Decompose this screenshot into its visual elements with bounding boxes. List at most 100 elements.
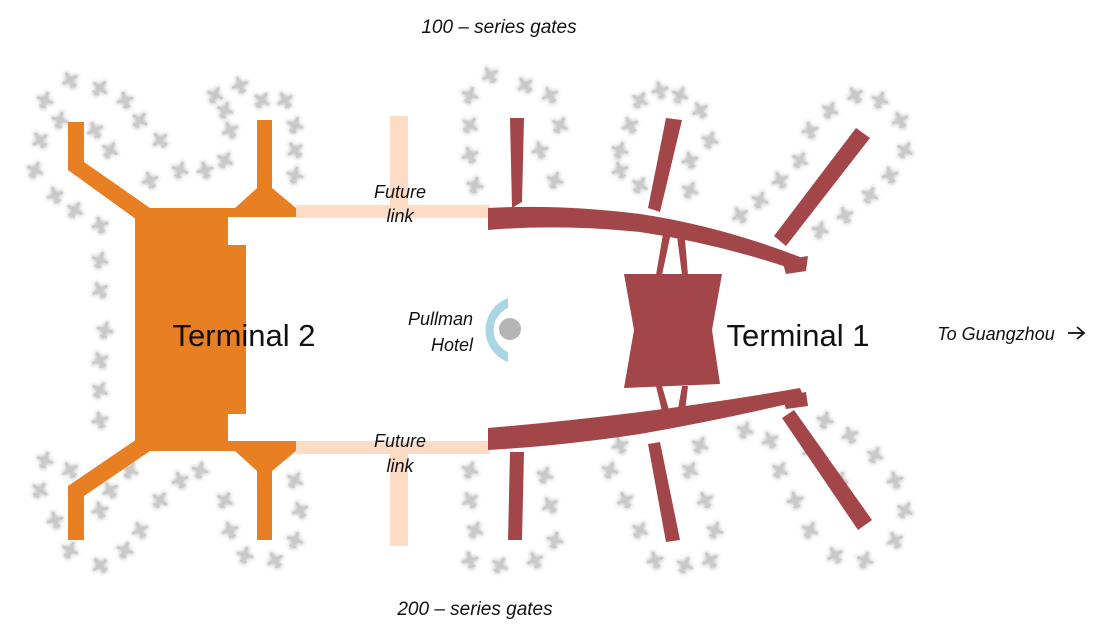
airplane-icon — [893, 498, 918, 523]
airplane-icon — [818, 98, 842, 122]
airplane-icon — [668, 83, 692, 107]
airplane-icon — [113, 538, 136, 561]
airplane-icon — [213, 148, 238, 173]
airplane-icon — [27, 127, 52, 152]
airplane-icon — [23, 158, 47, 182]
future-link-top — [296, 205, 490, 218]
airplane-icon — [49, 109, 71, 131]
airplane-icon — [234, 544, 256, 566]
airplane-icon — [283, 468, 308, 493]
airplane-icon — [608, 158, 631, 181]
terminal-2-building — [68, 120, 296, 540]
airplane-icon — [273, 88, 298, 113]
airplane-icon — [538, 83, 562, 107]
airplane-icon — [868, 88, 891, 111]
airplane-icon — [728, 203, 753, 228]
airplane-icon — [463, 518, 487, 542]
airplane-icon — [89, 409, 111, 431]
airplane-icon — [228, 73, 251, 96]
airplane-icon — [213, 488, 238, 513]
airplane-icon — [853, 548, 876, 571]
airplane-icon — [544, 529, 566, 551]
airplane-icon — [218, 118, 242, 142]
airplane-icon — [87, 75, 112, 100]
airplane-icon — [548, 113, 573, 138]
airplane-icon — [838, 423, 861, 446]
airplane-icon — [809, 219, 831, 241]
airplane-icon — [213, 98, 236, 121]
airplane-icon — [814, 409, 836, 431]
right-arrow-icon — [1068, 326, 1086, 340]
airplane-icon — [608, 138, 631, 161]
airplane-icon — [858, 183, 882, 207]
airplane-icon — [288, 498, 312, 522]
airplane-icon — [33, 448, 56, 471]
airplane-icon — [88, 348, 112, 372]
airplane-icon — [283, 113, 306, 136]
airplane-icon — [83, 118, 107, 142]
airplane-icon — [138, 168, 161, 191]
airplane-icon — [688, 98, 713, 123]
airplane-icon — [523, 548, 547, 572]
airplane-icon — [888, 108, 912, 132]
terminal-1-label: Terminal 1 — [727, 318, 870, 353]
airplane-icon — [263, 548, 288, 573]
airplane-icon — [203, 83, 227, 107]
airplane-icon — [649, 79, 671, 101]
airplane-icon — [598, 458, 621, 481]
airplane-icon — [748, 188, 771, 211]
airplane-icon — [218, 518, 241, 541]
pullman-hotel-marker — [485, 298, 521, 362]
airplane-icon — [63, 198, 88, 223]
airplane-icon — [628, 88, 653, 113]
airplane-icon — [798, 518, 822, 542]
airplane-icon — [458, 488, 483, 513]
airplane-icon — [698, 548, 723, 573]
airplane-icon — [673, 553, 697, 577]
airplane-icon — [733, 418, 756, 441]
airplane-icon — [189, 459, 211, 481]
airplane-icon — [788, 148, 813, 173]
top-gates-label: 100 – series gates — [421, 17, 577, 38]
future-link-top-label-2: link — [386, 206, 414, 226]
airplane-icon — [698, 128, 721, 151]
airplane-icon — [884, 469, 906, 491]
future-link-bottom-label-2: link — [386, 456, 414, 476]
airplane-icon — [88, 378, 113, 403]
airplane-icon — [799, 119, 821, 141]
airplane-icon — [703, 518, 726, 541]
airplane-icon — [128, 518, 152, 542]
to-guangzhou-label: To Guangzhou — [937, 324, 1054, 344]
airplane-icon — [89, 499, 111, 521]
airplane-icon — [679, 149, 701, 171]
airplane-icon — [843, 83, 868, 108]
airplane-icon — [283, 528, 306, 551]
hotel-dot — [499, 318, 521, 340]
airplane-icon — [678, 178, 702, 202]
airplane-icon — [98, 138, 123, 163]
airplane-icon — [688, 433, 712, 457]
airplane-icon — [543, 168, 566, 191]
airplane-icon — [678, 458, 703, 483]
airplane-icon — [618, 113, 642, 137]
terminal-1-building — [488, 118, 872, 542]
airplane-icon — [533, 463, 556, 486]
airplane-icon — [833, 203, 856, 226]
airplane-icon — [613, 488, 637, 512]
airplane-icon — [88, 278, 113, 303]
airplane-icon — [529, 139, 551, 161]
airplane-icon — [33, 88, 56, 111]
airplane-icon — [459, 549, 481, 571]
terminal-2-label: Terminal 2 — [173, 318, 316, 353]
airplane-icon — [458, 143, 481, 166]
airplane-icon — [458, 458, 481, 481]
airplane-icon — [478, 63, 503, 88]
airplane-icon — [147, 487, 172, 512]
airplane-icon — [284, 164, 306, 186]
airplane-icon — [693, 488, 717, 512]
airplane-icon — [628, 173, 653, 198]
airplane-icon — [784, 489, 806, 511]
airplane-icon — [168, 468, 191, 491]
airplane-icon — [89, 214, 111, 236]
